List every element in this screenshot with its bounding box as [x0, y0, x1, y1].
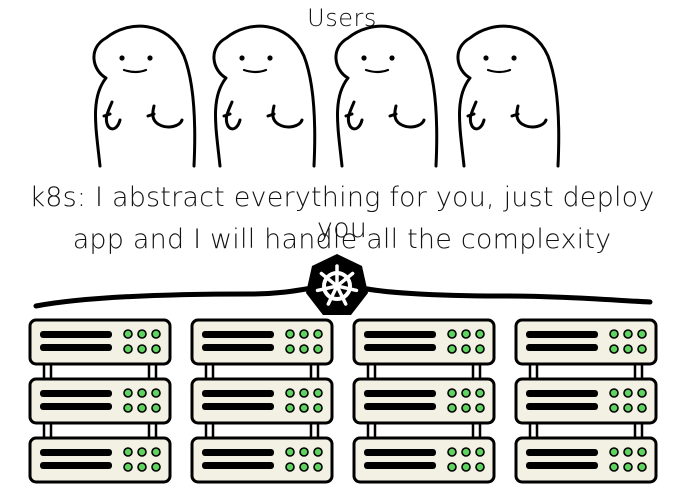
user-figure — [456, 24, 561, 168]
server-unit — [352, 436, 496, 484]
server-unit — [28, 436, 172, 484]
server-racks — [28, 318, 658, 484]
server-rack — [352, 318, 496, 484]
user-figure — [212, 24, 317, 168]
server-rack — [190, 318, 334, 484]
server-rack — [28, 318, 172, 484]
k8s-message-line-1: k8s: I abstract everything for you, just… — [29, 182, 655, 244]
server-rack — [514, 318, 658, 484]
server-unit — [352, 318, 496, 366]
k8s-message-line-2: app and I will handle all the complexity — [72, 224, 612, 255]
server-unit — [28, 377, 172, 425]
server-unit — [514, 377, 658, 425]
user-figure — [334, 24, 439, 168]
users-group — [92, 24, 561, 168]
server-unit — [190, 377, 334, 425]
server-unit — [352, 377, 496, 425]
server-unit — [514, 436, 658, 484]
server-unit — [190, 318, 334, 366]
server-unit — [28, 318, 172, 366]
kubernetes-logo — [306, 254, 368, 315]
server-unit — [514, 318, 658, 366]
user-figure — [92, 24, 197, 168]
cluster-line — [33, 285, 653, 309]
server-unit — [190, 436, 334, 484]
